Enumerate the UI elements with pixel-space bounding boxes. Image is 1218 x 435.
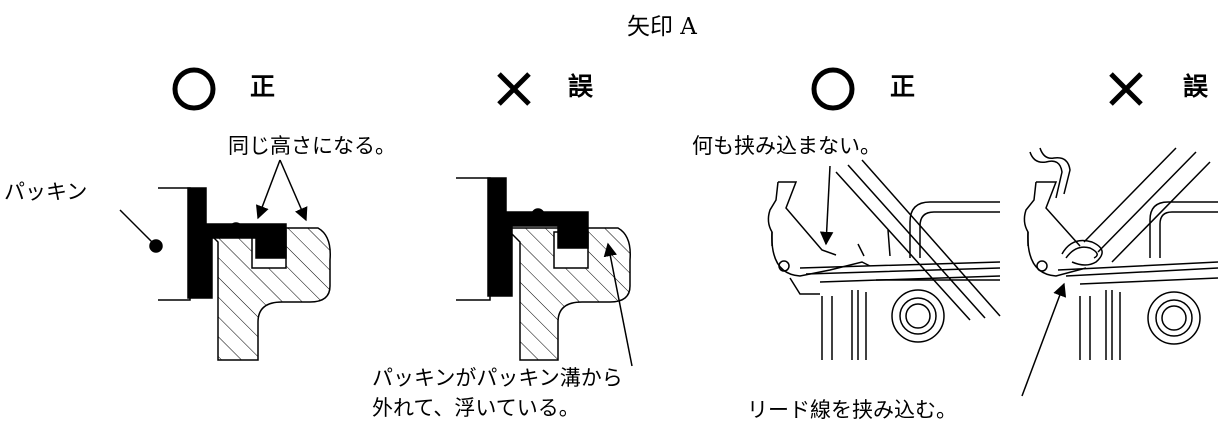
callout-lead-pinched: リード線を挟み込む。 — [747, 398, 957, 422]
callout-nothing-pinched: 何も挟み込まない。 — [692, 134, 881, 158]
circle-icon — [811, 67, 855, 111]
callout-same-height: 同じ高さになる。 — [228, 134, 396, 158]
verdict-label-1: 正 — [250, 72, 276, 101]
figure-lid-correct — [767, 159, 1001, 360]
circle-icon — [172, 67, 216, 111]
verdict-label-3: 正 — [890, 72, 916, 101]
figure-packing-correct — [119, 159, 331, 361]
cross-icon — [1109, 72, 1143, 106]
figure-lid-wrong — [1021, 147, 1218, 397]
arrow-view-label: 矢印 A — [627, 14, 697, 40]
callout-packing-off-line1: パッキンがパッキン溝から — [372, 366, 623, 390]
verdict-label-4: 誤 — [1183, 72, 1209, 101]
verdict-label-2: 誤 — [568, 72, 594, 101]
figure-packing-wrong — [456, 177, 633, 367]
cross-icon — [497, 72, 531, 106]
callout-packing: パッキン — [4, 180, 88, 204]
callout-packing-off-line2: 外れて、浮いている。 — [372, 396, 580, 420]
